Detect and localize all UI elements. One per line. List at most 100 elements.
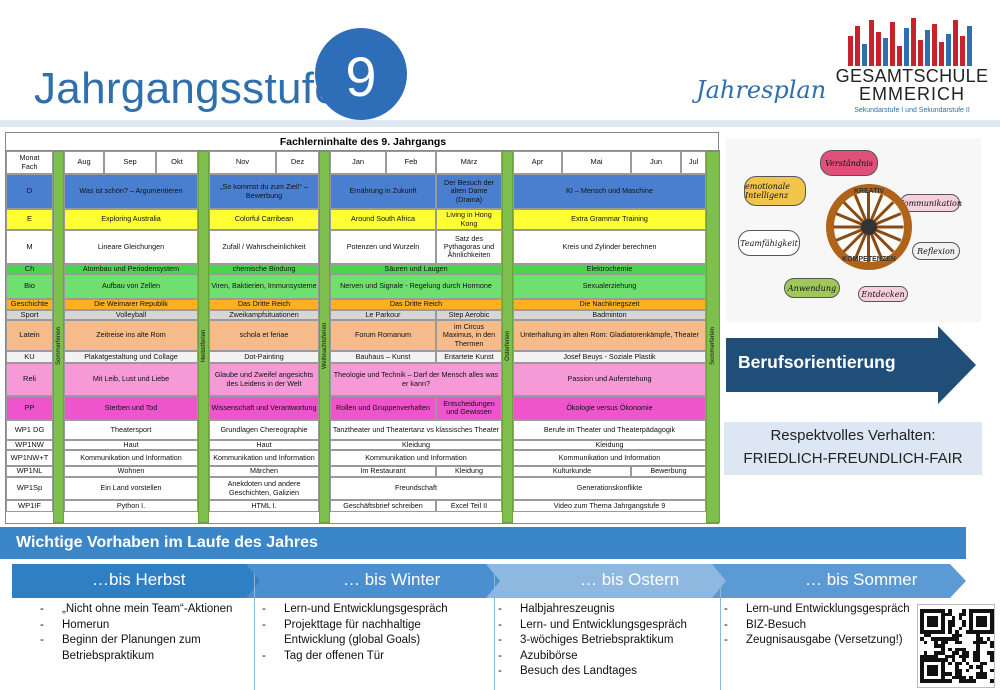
qr-module [990, 623, 994, 627]
table-cell: Living in Hong Kong [436, 209, 502, 230]
table-cell: Step Aerobic [436, 310, 502, 320]
list-item: -Halbjahreszeugnis [498, 602, 698, 618]
phase-list: -„Nicht ohne mein Team“-Aktionen-Homerun… [40, 602, 240, 664]
qr-module [965, 661, 969, 665]
table-cell: Plakatgestaltung und Collage [64, 351, 198, 363]
qr-module [965, 679, 969, 683]
table-cell: Zeitreise ins alte Rom [64, 320, 198, 351]
table-cell: Dot-Painting [209, 351, 319, 363]
subject-label: KU [6, 351, 53, 363]
table-cell: Der Besuch der alten Dame (Drama) [436, 174, 502, 209]
table-cell: Colorful Carribean [209, 209, 319, 230]
qr-module [990, 651, 994, 655]
phase-list: -Halbjahreszeugnis-Lern- und Entwicklung… [498, 602, 698, 680]
qr-module [927, 654, 931, 658]
list-item-text: Azubibörse [520, 649, 578, 662]
table-cell: Glaube und Zweifel angesichts des Leiden… [209, 363, 319, 396]
qr-module [965, 668, 969, 672]
qr-module [955, 651, 959, 655]
qr-module [927, 623, 931, 627]
subject-label: WP1NW [6, 440, 53, 450]
logo-bar [918, 40, 923, 66]
collage-word: Reflexion [912, 242, 960, 260]
qr-module [986, 630, 990, 634]
qr-module [948, 661, 952, 665]
table-heading: Fachlerninhalte des 9. Jahrgangs [6, 133, 720, 151]
qr-module [920, 658, 924, 662]
table-cell: Python I. [64, 500, 198, 512]
qr-code[interactable] [917, 604, 995, 688]
qr-module [965, 651, 969, 655]
table-cell: Geschäftsbrief schreiben [330, 500, 436, 512]
qr-module [969, 630, 973, 634]
logo-bar [911, 18, 916, 66]
qr-module [934, 619, 938, 623]
qr-module [958, 626, 962, 630]
table-cell: Das Dritte Reich [330, 299, 502, 310]
list-dash: - [724, 618, 728, 631]
table-cell: Sexualerziehung [513, 274, 706, 299]
qr-module [951, 654, 955, 658]
qr-module [941, 661, 945, 665]
table-cell: Unterhaltung im alten Rom: Gladiatorenkä… [513, 320, 706, 351]
qr-module [937, 630, 941, 634]
phase-label: …bis Herbst [92, 570, 186, 589]
qr-module [951, 675, 955, 679]
list-dash: - [724, 603, 728, 615]
qr-module [948, 672, 952, 676]
table-cell: Ernährung in Zukunft [330, 174, 436, 209]
list-dash: - [40, 634, 44, 646]
table-cell: HTML I. [209, 500, 319, 512]
subject-label: D [6, 174, 53, 209]
qr-module [983, 630, 987, 634]
qr-module [979, 665, 983, 669]
qr-module [969, 675, 973, 679]
logo-bar [960, 36, 965, 66]
table-cell: Potenzen und Wurzeln [330, 230, 436, 264]
qr-module [934, 644, 938, 648]
qr-module [976, 675, 980, 679]
list-dash: - [262, 618, 266, 631]
table-cell: Zufall / Wahrscheinlichkeit [209, 230, 319, 264]
qr-module [941, 619, 945, 623]
qr-module [923, 679, 927, 683]
phase-list: -Lern-und Entwicklungsgespräch-BIZ-Besuc… [724, 602, 914, 649]
qr-module [930, 623, 934, 627]
qr-module [990, 658, 994, 662]
qr-module [920, 654, 924, 658]
qr-module [934, 679, 938, 683]
qr-module [927, 619, 931, 623]
table-cell: Säuren und Laugen [330, 264, 502, 274]
qr-module [927, 633, 931, 637]
qr-module [951, 616, 955, 620]
qr-module [920, 612, 924, 616]
qr-module [951, 658, 955, 662]
qr-module [955, 665, 959, 669]
qr-module [979, 616, 983, 620]
qr-module [930, 665, 934, 669]
qr-module [930, 668, 934, 672]
table-cell: Exploring Australia [64, 209, 198, 230]
table-cell: Im Restaurant [330, 466, 436, 477]
table-cell: Volleyball [64, 310, 198, 320]
table-cell: Das Dritte Reich [209, 299, 319, 310]
holiday-label: Sommerferien [55, 327, 62, 365]
list-item-text: Halbjahreszeugnis [520, 603, 615, 615]
qr-module [934, 668, 938, 672]
qr-module [955, 672, 959, 676]
qr-module [941, 679, 945, 683]
logo-bar [876, 32, 881, 66]
list-item-text: Tag der offenen Tür [284, 649, 384, 662]
qr-module [979, 630, 983, 634]
qr-module [930, 609, 934, 613]
table-cell: Nerven und Signale - Regelung durch Horm… [330, 274, 502, 299]
qr-module [990, 626, 994, 630]
qr-module [930, 619, 934, 623]
qr-module [930, 672, 934, 676]
qr-module [944, 654, 948, 658]
qr-module [972, 654, 976, 658]
table-cell: KI – Mensch und Maschine [513, 174, 706, 209]
school-name-line2: EMMERICH [859, 84, 965, 104]
list-item: -„Nicht ohne mein Team“-Aktionen [40, 602, 240, 618]
